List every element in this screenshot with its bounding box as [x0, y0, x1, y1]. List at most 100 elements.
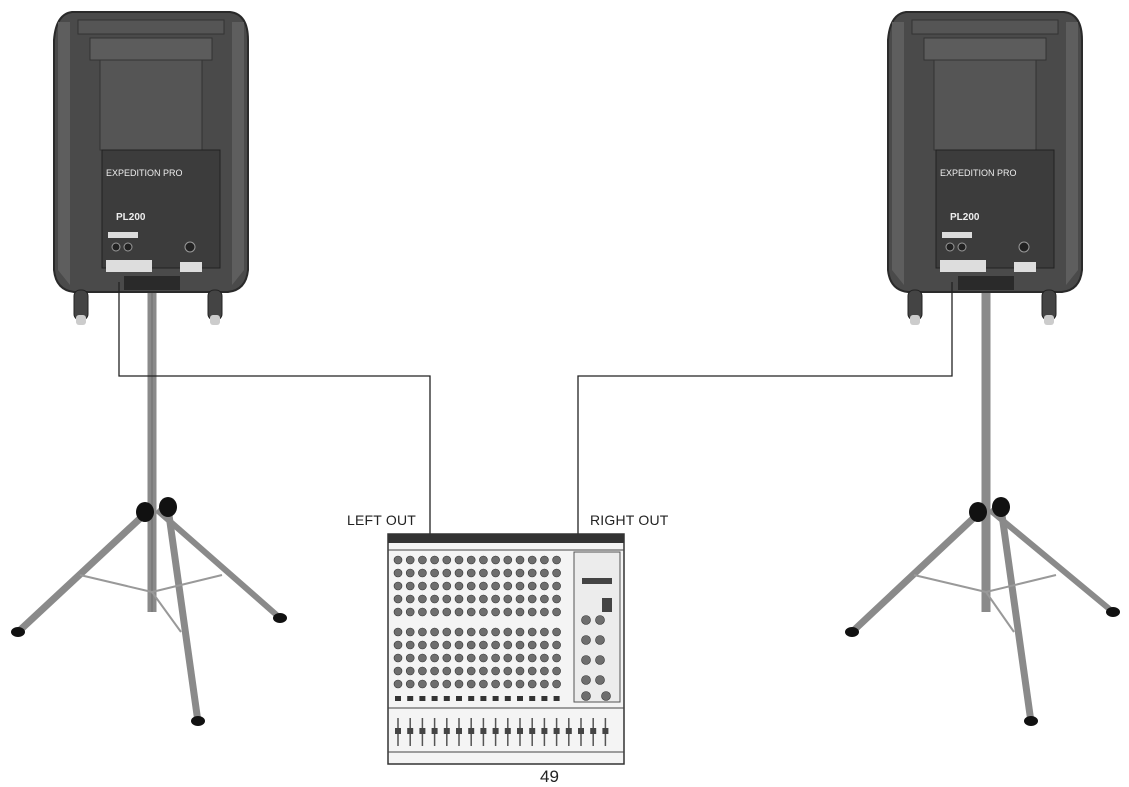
- channel-button: [553, 696, 560, 701]
- channel-knob: [454, 627, 464, 637]
- channel-knob: [479, 679, 488, 689]
- master-knob: [581, 615, 591, 625]
- channel-knob: [454, 568, 464, 578]
- channel-knob: [466, 679, 476, 689]
- channel-knob: [418, 653, 427, 663]
- channel-knob: [491, 568, 500, 578]
- mixer-master-section: [581, 615, 611, 701]
- channel-knob: [503, 568, 513, 578]
- channel-knob: [515, 594, 525, 604]
- channel-button: [480, 696, 487, 701]
- channel-knob: [454, 640, 464, 650]
- fader-cap: [529, 728, 536, 734]
- channel-knob: [442, 627, 452, 637]
- channel-knob: [552, 607, 561, 617]
- channel-knob: [430, 653, 439, 663]
- channel-knob: [540, 581, 549, 591]
- channel-knob: [393, 640, 403, 650]
- channel-knob: [515, 568, 525, 578]
- channel-knob: [479, 594, 488, 604]
- master-knob: [595, 655, 605, 665]
- channel-knob: [393, 679, 403, 689]
- channel-knob: [442, 555, 452, 565]
- channel-button: [456, 696, 462, 701]
- channel-knob: [515, 555, 525, 565]
- channel-knob: [466, 568, 476, 578]
- left-speaker-stand: [11, 290, 287, 726]
- channel-knob: [491, 594, 500, 604]
- channel-knob: [515, 581, 525, 591]
- channel-knob: [540, 627, 549, 637]
- left-speaker-brand: EXPEDITION PRO: [106, 168, 183, 178]
- master-knob: [595, 615, 605, 625]
- channel-knob: [405, 581, 415, 591]
- channel-knob: [442, 581, 452, 591]
- channel-knob: [491, 581, 500, 591]
- channel-knob: [479, 555, 488, 565]
- channel-button: [529, 696, 536, 701]
- channel-knob: [430, 666, 439, 676]
- channel-button: [468, 696, 475, 701]
- channel-knob: [479, 653, 488, 663]
- channel-knob: [442, 594, 452, 604]
- channel-knob: [405, 640, 415, 650]
- mixer: [387, 533, 625, 765]
- channel-knob: [552, 555, 561, 565]
- fader-cap: [407, 728, 414, 734]
- channel-knob: [405, 568, 415, 578]
- channel-knob: [442, 653, 452, 663]
- channel-knob: [540, 653, 549, 663]
- fader-cap: [602, 728, 609, 734]
- channel-knob: [515, 627, 525, 637]
- channel-knob: [503, 555, 513, 565]
- channel-knob: [405, 653, 415, 663]
- fader-cap: [565, 728, 572, 734]
- channel-knob: [540, 555, 549, 565]
- channel-knob: [418, 666, 427, 676]
- channel-knob: [527, 581, 537, 591]
- master-knob: [581, 691, 591, 701]
- channel-knob: [515, 666, 525, 676]
- page-number: 49: [540, 767, 559, 786]
- channel-knob: [552, 666, 561, 676]
- left-speaker: EXPEDITION PRO PL200: [53, 11, 249, 325]
- channel-knob: [491, 640, 500, 650]
- channel-knob: [466, 607, 476, 617]
- channel-knob: [479, 627, 488, 637]
- channel-knob: [405, 594, 415, 604]
- channel-knob: [552, 640, 561, 650]
- channel-knob: [430, 679, 439, 689]
- fader-cap: [443, 728, 450, 734]
- channel-knob: [454, 594, 464, 604]
- channel-knob: [503, 581, 513, 591]
- channel-knob: [466, 581, 476, 591]
- channel-knob: [418, 555, 427, 565]
- channel-knob: [454, 555, 464, 565]
- channel-knob: [466, 555, 476, 565]
- channel-button: [431, 696, 438, 701]
- fader-cap: [553, 728, 560, 734]
- fader-cap: [541, 728, 548, 734]
- channel-knob: [552, 568, 561, 578]
- channel-knob: [527, 666, 537, 676]
- channel-knob: [466, 666, 476, 676]
- channel-knob: [405, 666, 415, 676]
- channel-knob: [442, 679, 452, 689]
- channel-knob: [515, 679, 525, 689]
- channel-knob: [515, 607, 525, 617]
- channel-knob: [405, 555, 415, 565]
- channel-knob: [503, 679, 513, 689]
- channel-knob: [491, 607, 500, 617]
- channel-knob: [503, 640, 513, 650]
- channel-knob: [430, 594, 439, 604]
- channel-knob: [527, 607, 537, 617]
- channel-knob: [393, 581, 403, 591]
- channel-knob: [527, 594, 537, 604]
- channel-knob: [454, 679, 464, 689]
- channel-knob: [491, 627, 500, 637]
- channel-knob: [503, 627, 513, 637]
- fader-cap: [468, 728, 475, 734]
- channel-knob: [393, 594, 403, 604]
- fader-cap: [419, 728, 426, 734]
